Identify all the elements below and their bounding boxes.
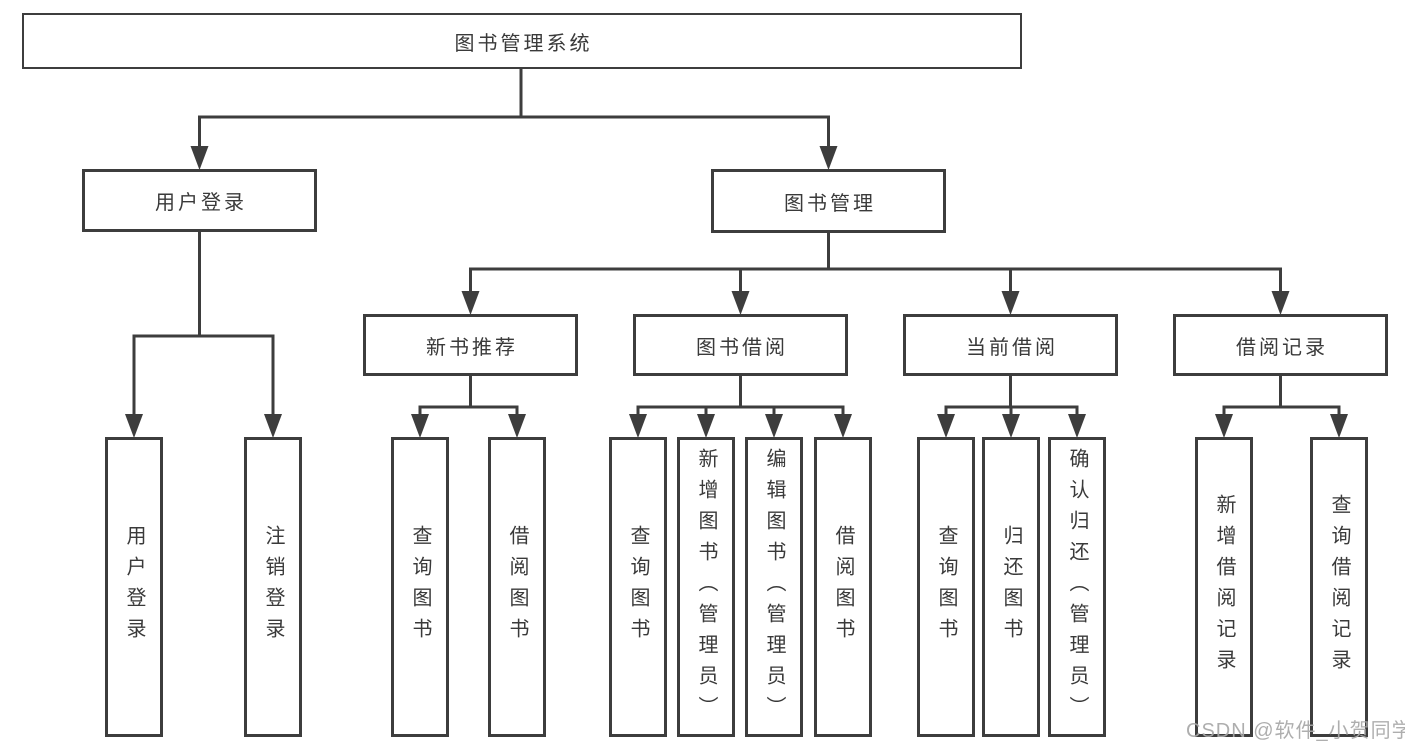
leaf-query-books-recommend: 查询图书 [391, 437, 449, 737]
node-new-book-recommend: 新书推荐 [363, 314, 578, 376]
leaf-add-borrow-record: 新增借阅记录 [1195, 437, 1253, 737]
leaf-query-books-current-label: 查询图书 [935, 525, 957, 649]
node-new-book-recommend-label: 新书推荐 [426, 336, 518, 359]
node-book-management: 图书管理 [711, 169, 946, 233]
leaf-add-books-admin-label: 新增图书（管理员） [695, 447, 717, 727]
leaf-query-books-borrow-label: 查询图书 [627, 525, 649, 649]
leaf-borrow-books-label: 借阅图书 [832, 525, 854, 649]
leaf-add-borrow-record-label: 新增借阅记录 [1213, 494, 1235, 680]
leaf-query-borrow-record-label: 查询借阅记录 [1328, 494, 1350, 680]
node-borrow-records: 借阅记录 [1173, 314, 1388, 376]
leaf-add-books-admin: 新增图书（管理员） [677, 437, 735, 737]
connector-book-management-to-level3 [461, 231, 1290, 315]
node-current-borrow: 当前借阅 [903, 314, 1118, 376]
node-current-borrow-label: 当前借阅 [966, 336, 1058, 359]
leaf-confirm-return-admin-label: 确认归还（管理员） [1066, 447, 1088, 727]
node-library-system-label: 图书管理系统 [454, 32, 593, 55]
node-book-borrow-label: 图书借阅 [696, 336, 788, 359]
leaf-borrow-books-recommend-label: 借阅图书 [506, 525, 528, 649]
leaf-borrow-books-recommend: 借阅图书 [488, 437, 546, 737]
connector-borrow-records-to-leaves [1215, 374, 1348, 438]
leaf-query-books-current: 查询图书 [917, 437, 975, 737]
node-user-login: 用户登录 [82, 169, 317, 232]
leaf-logout: 注销登录 [244, 437, 302, 737]
connector-root-to-level2 [190, 67, 838, 170]
leaf-confirm-return-admin: 确认归还（管理员） [1048, 437, 1106, 737]
leaf-user-login-label: 用户登录 [123, 525, 145, 649]
leaf-borrow-books: 借阅图书 [814, 437, 872, 737]
connector-new-book-to-leaves [411, 374, 526, 438]
connector-book-borrow-to-leaves [629, 374, 852, 438]
leaf-return-books-label: 归还图书 [1000, 525, 1022, 649]
leaf-query-borrow-record: 查询借阅记录 [1310, 437, 1368, 737]
leaf-return-books: 归还图书 [982, 437, 1040, 737]
leaf-edit-books-admin: 编辑图书（管理员） [745, 437, 803, 737]
leaf-user-login: 用户登录 [105, 437, 163, 737]
csdn-watermark: CSDN @软件_小贺同学 [1186, 720, 1405, 742]
node-book-management-label: 图书管理 [784, 192, 876, 215]
leaf-logout-label: 注销登录 [262, 525, 284, 649]
node-borrow-records-label: 借阅记录 [1236, 336, 1328, 359]
leaf-edit-books-admin-label: 编辑图书（管理员） [763, 447, 785, 727]
node-library-system: 图书管理系统 [22, 13, 1022, 69]
node-user-login-label: 用户登录 [155, 192, 247, 214]
connector-user-login-to-leaves [125, 230, 282, 438]
leaf-query-books-recommend-label: 查询图书 [409, 525, 431, 649]
node-book-borrow: 图书借阅 [633, 314, 848, 376]
leaf-query-books-borrow: 查询图书 [609, 437, 667, 737]
connector-current-borrow-to-leaves [937, 374, 1086, 438]
